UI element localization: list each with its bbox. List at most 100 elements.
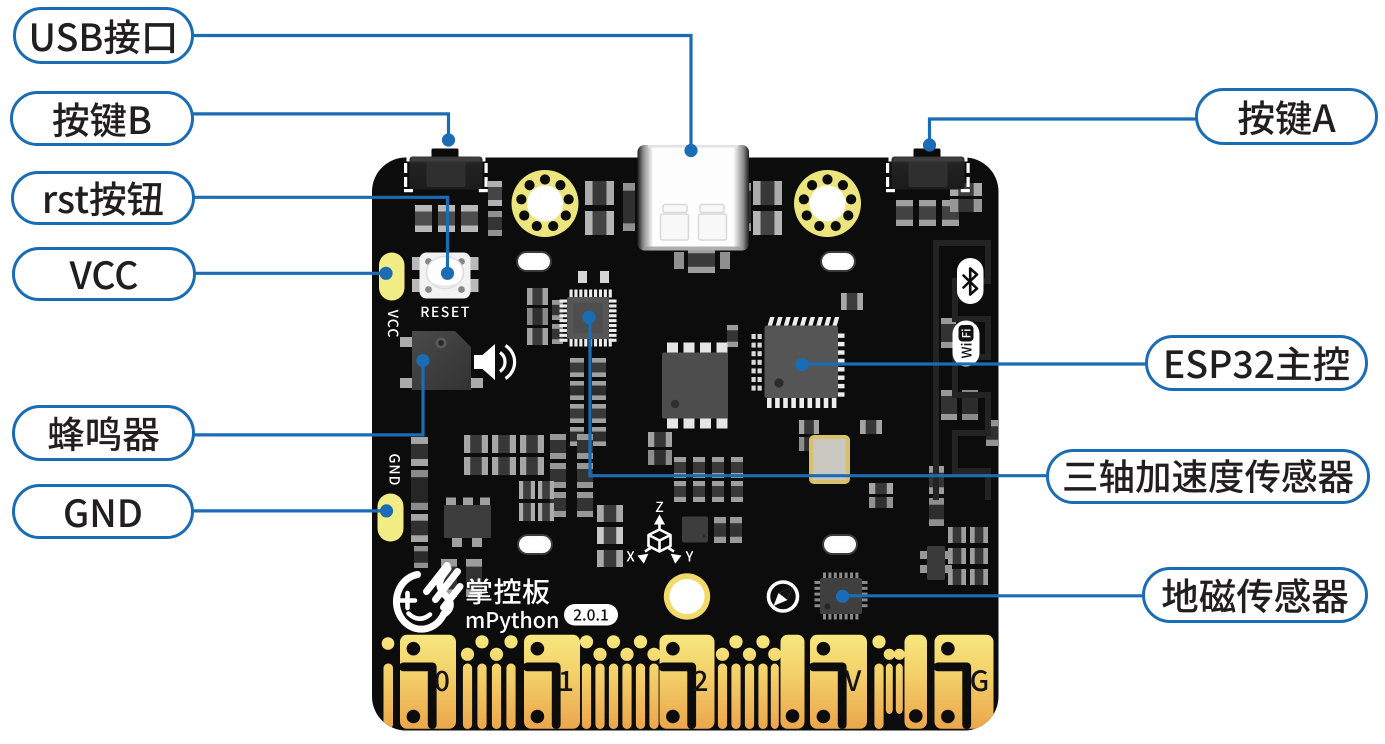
smd-component — [597, 505, 604, 522]
smd-component — [480, 497, 490, 507]
smd-component — [550, 453, 566, 459]
chip-pin — [828, 572, 832, 579]
axis-y-label: Y — [685, 547, 694, 567]
mounting-ring-hole — [516, 194, 527, 205]
smd-component — [674, 496, 686, 502]
edge-finger-dot — [579, 635, 594, 649]
smd-component — [577, 492, 593, 517]
edge-finger — [491, 663, 502, 729]
smd-component — [970, 527, 975, 543]
edge-pad-label: G — [970, 660, 990, 700]
smd-component — [600, 271, 609, 283]
small-qfn-dot — [702, 534, 706, 538]
button-b-component-mark — [404, 177, 408, 187]
smd-component — [774, 211, 782, 235]
edge-pad-hole — [816, 641, 831, 656]
edge-finger — [462, 663, 473, 729]
smd-component — [693, 481, 705, 487]
smd-component — [415, 205, 432, 212]
smd-component — [585, 211, 593, 235]
edge-pad-hole — [941, 641, 955, 656]
crystal-oscillators — [516, 251, 858, 555]
buzzer-hole-center — [438, 340, 444, 346]
chip-pin — [559, 304, 568, 308]
edge-pad-hole — [406, 641, 421, 656]
button-b-component-mark — [404, 163, 408, 173]
edge-pad-slot — [809, 662, 847, 672]
edge-finger-dot — [460, 647, 475, 661]
edge-finger-dot — [872, 635, 886, 649]
button-b-component-actuator — [431, 148, 459, 158]
chip-pin — [757, 351, 762, 357]
smd-component — [929, 498, 944, 526]
smd-component — [970, 569, 975, 585]
smd-component — [674, 457, 686, 478]
smd-component — [570, 381, 584, 386]
compass-icon — [766, 580, 800, 613]
callout-dot-esp32 — [795, 357, 809, 372]
usb-inner-tabs — [659, 203, 728, 241]
smd-component — [464, 435, 471, 453]
edge-finger — [506, 663, 516, 729]
smd-component — [550, 434, 566, 459]
smd-component — [570, 404, 584, 423]
hand-finger — [423, 562, 451, 595]
hand-finger — [440, 583, 464, 611]
hand-smile — [406, 611, 433, 622]
mounting-ring-hole — [806, 180, 818, 191]
smd-component — [592, 418, 606, 423]
chip-pin — [608, 309, 617, 313]
chip-pin — [783, 397, 788, 408]
edge-finger-dot — [883, 648, 895, 660]
bluetooth-rune-group — [962, 267, 979, 296]
button-b-component — [404, 148, 488, 193]
smd-component — [585, 181, 593, 205]
smd-component — [693, 496, 705, 502]
callout-accelerometer: 三轴加速度传感器 — [1046, 449, 1370, 504]
chip-pin — [833, 613, 837, 620]
hand-finger — [432, 568, 461, 603]
smd-component — [577, 463, 593, 469]
smd-component — [488, 230, 502, 236]
smd-component — [411, 514, 428, 542]
mounting-hole-center — [809, 185, 846, 222]
chip-pin — [855, 613, 859, 620]
smd-component — [466, 559, 482, 597]
smd-component — [570, 395, 584, 400]
light-sensor — [663, 573, 711, 620]
edge-finger-dot — [606, 635, 621, 649]
chip-pin — [757, 342, 762, 348]
edge-finger — [770, 663, 779, 729]
edge-pad-wide — [904, 634, 927, 729]
smd-component — [537, 435, 544, 453]
smd-component — [592, 427, 606, 432]
smd-component — [919, 200, 936, 226]
reset-button-pad — [470, 279, 479, 292]
smd-component — [712, 481, 724, 487]
smd-component — [520, 457, 527, 475]
chip-pin — [608, 333, 617, 337]
smd-component — [488, 211, 502, 236]
buzzer-pad — [471, 378, 483, 388]
axis-stem-x — [644, 546, 652, 553]
smd-component — [488, 181, 502, 206]
smd-component — [693, 481, 705, 502]
mounting-ring-hole — [830, 220, 841, 232]
crystal-oscillator-top — [825, 255, 851, 268]
crystal-oscillator-top — [522, 538, 548, 551]
chip-pin — [716, 342, 728, 354]
sot23-body — [444, 505, 491, 538]
button-a-component-mark — [886, 177, 890, 187]
smd-component — [896, 219, 913, 226]
callout-esp32: ESP32主控 — [1145, 335, 1368, 391]
smd-component — [983, 569, 988, 585]
callout-gnd-label: GND — [62, 482, 144, 538]
smd-component — [592, 427, 606, 446]
smd-component — [550, 434, 566, 440]
smd-component — [929, 519, 944, 526]
chip-pin — [861, 581, 868, 584]
smd-component — [411, 514, 428, 521]
smd-component — [592, 372, 606, 377]
esp32-pin1-dot — [774, 378, 784, 388]
